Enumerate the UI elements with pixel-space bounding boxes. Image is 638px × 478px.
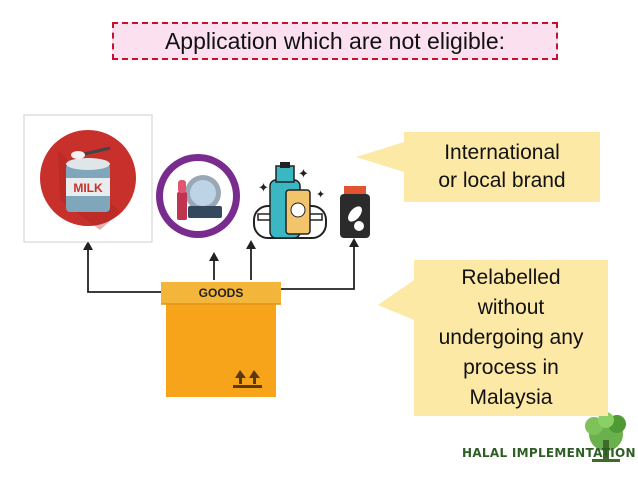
page-title: Application which are not eligible: bbox=[164, 27, 506, 54]
title-banner: Application which are not eligible: bbox=[112, 22, 558, 60]
callout-relabelled: Relabelled without undergoing any proces… bbox=[414, 260, 608, 416]
goods-box bbox=[161, 282, 281, 397]
footer-brand: HALAL IMPLEMENTATION bbox=[462, 446, 636, 460]
skincare-products-icon: ✦ ✦ ✦ bbox=[253, 162, 327, 239]
arrow-heads bbox=[83, 238, 359, 261]
callout-brand: International or local brand bbox=[404, 132, 600, 202]
svg-text:✦: ✦ bbox=[316, 188, 325, 201]
medicine-bottle-icon bbox=[340, 186, 370, 238]
svg-text:✦: ✦ bbox=[298, 167, 309, 182]
tree-logo-icon bbox=[585, 412, 626, 462]
callout-brand-text: International or local brand bbox=[438, 141, 566, 192]
this-side-up-icon bbox=[233, 370, 262, 388]
makeup-compact-icon bbox=[156, 154, 240, 238]
connector-arrows bbox=[87, 244, 355, 293]
callout-pointer-relabel bbox=[378, 280, 414, 320]
milk-can-icon: MILK bbox=[23, 114, 153, 243]
callout-pointer-brand bbox=[356, 142, 404, 172]
callout-relabelled-text: Relabelled without undergoing any proces… bbox=[438, 266, 584, 409]
goods-label: GOODS bbox=[198, 286, 244, 300]
milk-label: MILK bbox=[73, 181, 103, 195]
svg-text:✦: ✦ bbox=[258, 181, 269, 196]
